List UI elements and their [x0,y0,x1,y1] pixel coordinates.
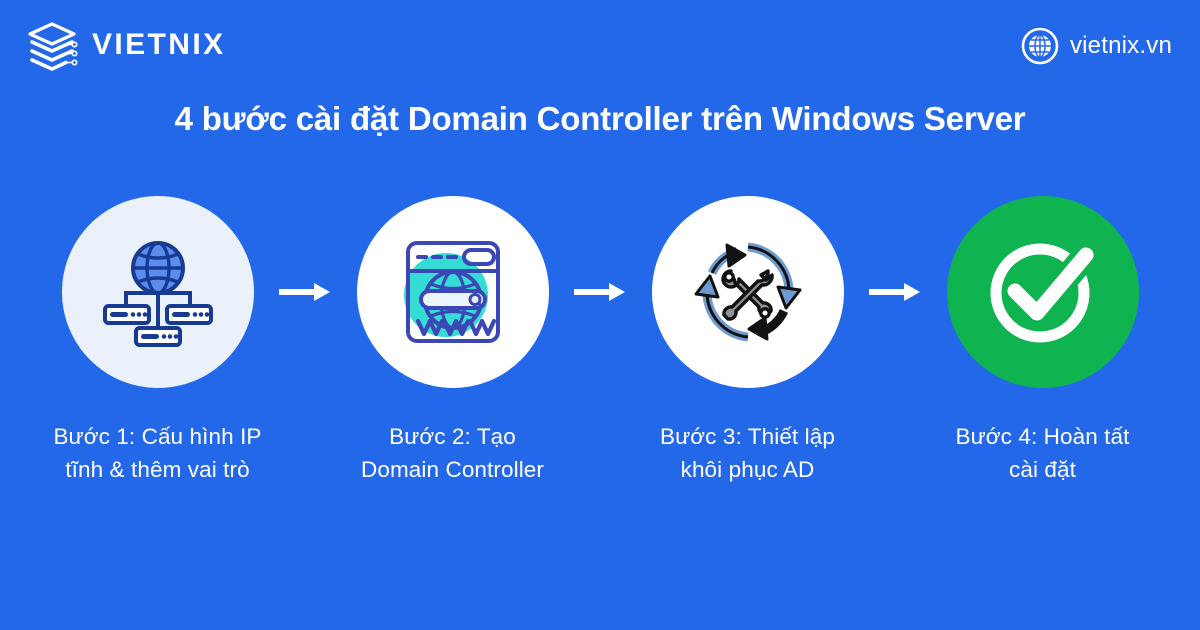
connector-3 [868,196,923,388]
step-4-label: Bước 4: Hoàn tất cài đặt [955,424,1130,483]
browser-www-globe-icon [394,233,512,351]
arrow-right-icon [279,282,331,302]
site-url-badge[interactable]: vietnix.vn [1021,27,1172,65]
step-2-icon-circle [356,196,549,388]
tools-refresh-cycle-icon [689,233,807,351]
step-1-label: Bước 1: Cấu hình IP tĩnh & thêm vai trò [53,424,262,483]
steps-flow: Bước 1: Cấu hình IP tĩnh & thêm vai trò [0,196,1200,487]
step-1: Bước 1: Cấu hình IP tĩnh & thêm vai trò [38,196,278,487]
globe-icon [1021,27,1059,65]
step-2: Bước 2: Tạo Domain Controller [333,196,573,487]
step-1-icon-circle [61,196,254,388]
arrow-right-icon [869,282,921,302]
site-url-text: vietnix.vn [1069,32,1172,59]
step-4-icon-circle [946,196,1139,388]
stacked-layers-logo-icon [26,20,80,72]
step-4: Bước 4: Hoàn tất cài đặt [923,196,1163,487]
brand-name: VIETNIX [92,28,226,61]
step-2-label: Bước 2: Tạo Domain Controller [360,424,545,483]
step-3-label: Bước 3: Thiết lập khôi phục AD [660,424,835,483]
page-title: 4 bước cài đặt Domain Controller trên Wi… [174,100,1026,137]
brand-logo[interactable]: VIETNIX [26,20,226,72]
step-3-icon-circle [651,196,844,388]
globe-network-servers-icon [99,233,217,351]
check-circle-icon [982,231,1104,353]
step-3: Bước 3: Thiết lập khôi phục AD [628,196,868,487]
connector-1 [278,196,333,388]
connector-2 [573,196,628,388]
arrow-right-icon [574,282,626,302]
page-header: VIETNIX vietnix.vn [0,0,1200,92]
